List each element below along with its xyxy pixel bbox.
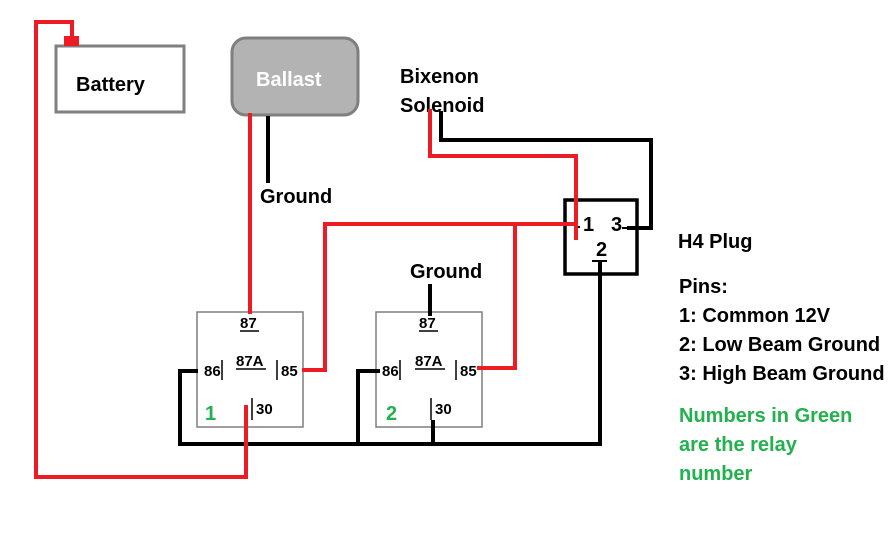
ballast-ground-label: Ground (260, 186, 332, 208)
common-12v-wire (302, 222, 576, 372)
relay-1-pin-87: 87 (240, 315, 257, 332)
relay-2-pin-87a: 87A (415, 353, 443, 370)
relay-2-pin-85: 85 (460, 363, 477, 380)
ballast-label: Ballast (256, 69, 322, 91)
relay-2-pin-86: 86 (382, 363, 399, 380)
legend-item-3: 3: High Beam Ground (679, 363, 885, 385)
h4-pin-3: 3 (611, 214, 622, 236)
positive-wires (34, 20, 578, 479)
legend-title: Pins: (679, 276, 728, 298)
legend-note-line-3: number (679, 463, 753, 485)
relay-2-pin-30: 30 (435, 401, 452, 418)
bixenon-label-line1: Bixenon (400, 66, 479, 88)
battery-label: Battery (76, 74, 146, 96)
relay-ground-label: Ground (410, 261, 482, 283)
relay-1-pin-86: 86 (204, 363, 221, 380)
ground-wires (178, 111, 653, 446)
h4-pin-2: 2 (596, 239, 607, 261)
h4-pin-1: 1 (583, 214, 594, 236)
relay-1-pin-30: 30 (256, 401, 273, 418)
legend-item-1: 1: Common 12V (679, 305, 831, 327)
legend-item-2: 2: Low Beam Ground (679, 334, 880, 356)
battery-terminal (64, 36, 79, 46)
battery-feed-wire (34, 20, 248, 479)
relay-2-86-ground-wire (356, 369, 380, 444)
ballast-box (230, 36, 360, 117)
relay-1-pin-85: 85 (281, 363, 298, 380)
h4-plug-label: H4 Plug (678, 231, 752, 253)
bixenon-label-line2: Solenoid (400, 95, 484, 117)
relay-2-pin-87: 87 (419, 315, 436, 332)
ground-bus-wire (178, 262, 602, 446)
relay-1-pin-87a: 87A (236, 353, 264, 370)
legend-note-line-2: are the relay (679, 434, 798, 456)
bixenon-ground-wire (439, 111, 653, 230)
relay-1-number: 1 (205, 403, 216, 425)
relay-2-number: 2 (386, 403, 397, 425)
legend-note-line-1: Numbers in Green (679, 405, 852, 427)
battery-box (54, 44, 186, 114)
bixenon-feed-wire (428, 109, 578, 240)
relay-2-85-feed-wire (477, 224, 517, 370)
